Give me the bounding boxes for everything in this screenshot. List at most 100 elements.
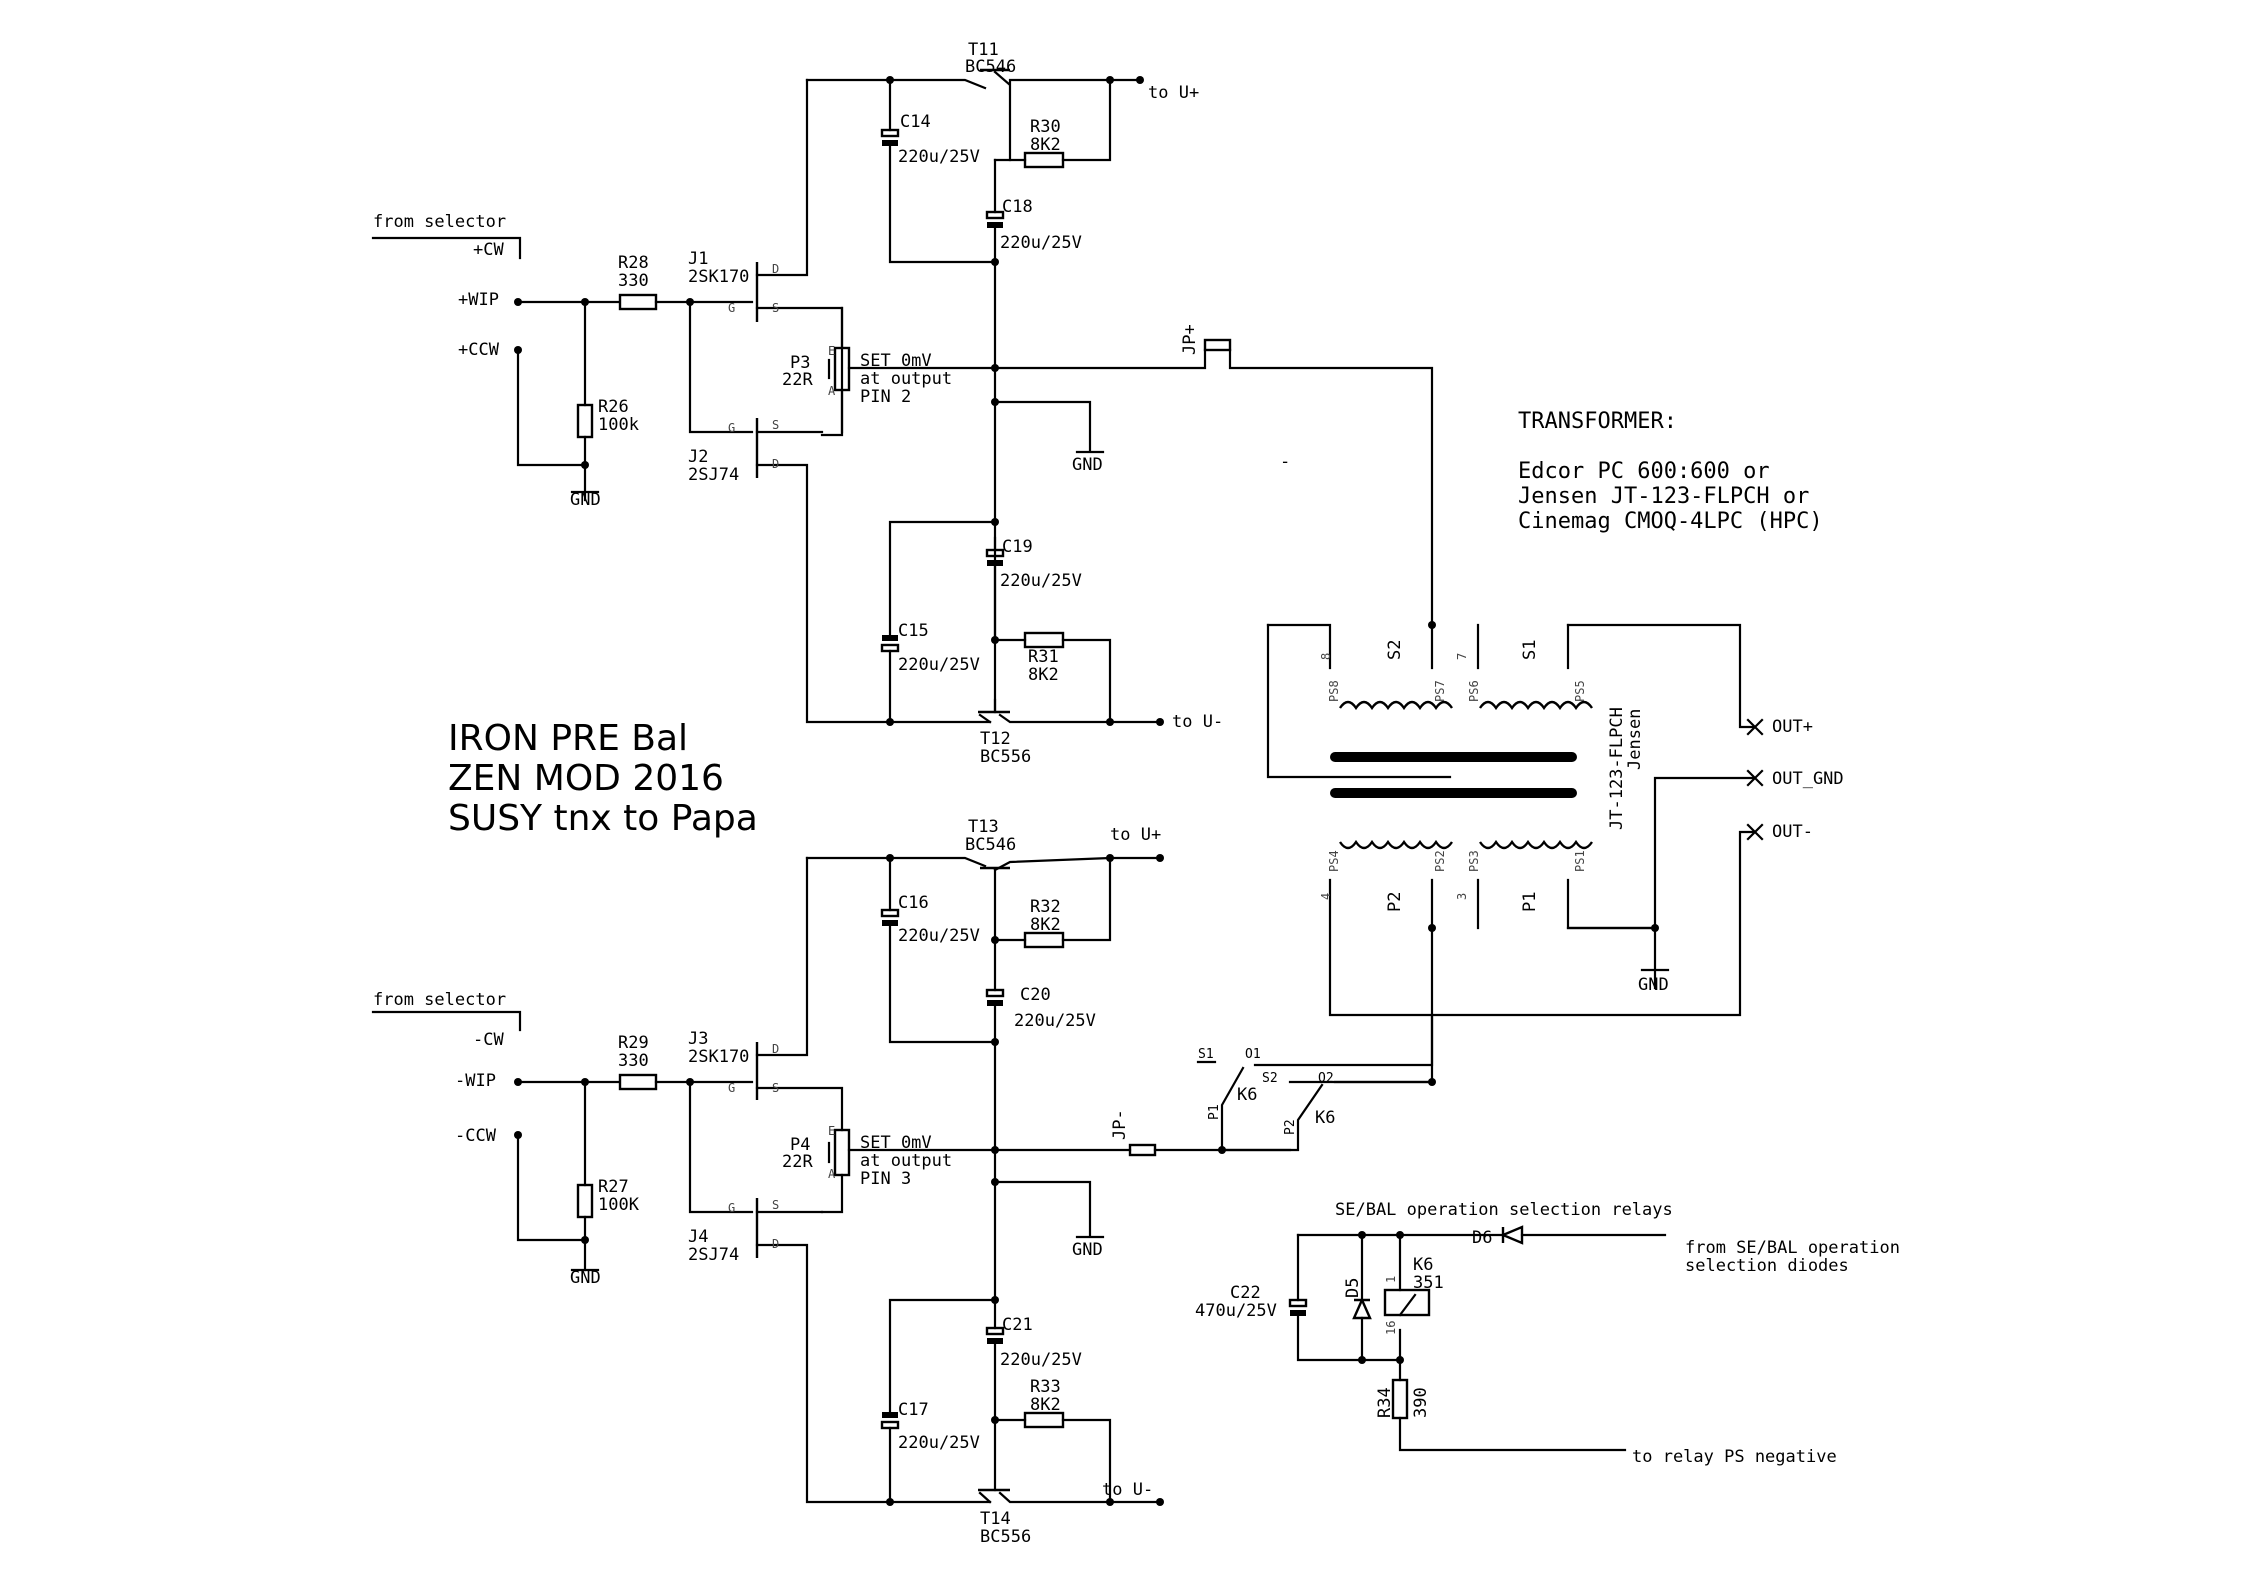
relay-switch-wires [1253, 1013, 1434, 1084]
C15-label: C15 [898, 621, 929, 641]
out-plus-label: OUT+ [1772, 717, 1813, 737]
C16-capacitor-pos [880, 908, 900, 918]
relay-switch-contacts [1220, 1066, 1324, 1152]
transformer-tap-ps7: PS7 [1433, 680, 1447, 702]
bottom-channel: from selector -CW -WIP -CCW R29 330 R27 … [371, 817, 1292, 1547]
bottom-at-output: at output [860, 1151, 952, 1171]
R34-value: 390 [1411, 1387, 1431, 1418]
relay-o1-label: O1 [1245, 1047, 1261, 1062]
transformer-s1-label: S1 [1520, 640, 1540, 660]
transformer-p1-lead [1566, 878, 1657, 930]
P4-pin-a: A [828, 1167, 836, 1181]
transformer-left-frame [1266, 623, 1452, 779]
J2-pin-s: S [772, 418, 779, 432]
bottom-pin-3: PIN 3 [860, 1169, 911, 1189]
top-u-minus-junction [1106, 718, 1114, 726]
T13-label: T13 [968, 817, 999, 837]
R27-resistor [576, 1183, 594, 1219]
transformer-s2-label: S2 [1385, 640, 1405, 660]
K6-junction-top [1396, 1231, 1404, 1239]
R31-leads [993, 638, 1112, 724]
title-line-1: IRON PRE Bal [448, 718, 688, 759]
J4-pin-g: G [728, 1201, 735, 1215]
P3-pin-a: A [828, 384, 836, 398]
P4-pin-e: E [828, 1124, 835, 1138]
C14-capacitor-pos [880, 128, 900, 138]
bottom-gnd-label: GND [1072, 1240, 1103, 1260]
jp-plus-connector [1203, 338, 1232, 352]
transformer-pin-8: 8 [1319, 653, 1333, 660]
R30-value: 8K2 [1030, 135, 1061, 155]
J4-pin-s: S [772, 1198, 779, 1212]
C20-capacitor-pos [985, 988, 1005, 998]
C16-value: 220u/25V [898, 926, 980, 946]
transformer-primary-wires [1288, 878, 1480, 1084]
relay-switch-junction [1428, 1078, 1436, 1086]
J1-pin-d: D [772, 262, 779, 276]
T12-value: BC556 [980, 747, 1031, 767]
J4-label: J4 [688, 1227, 708, 1247]
relay-s2-label: S2 [1262, 1071, 1278, 1086]
bottom-ccw-label: -CCW [455, 1126, 497, 1146]
K6-value: 351 [1413, 1273, 1444, 1293]
top-input-gnd-label: GND [570, 490, 601, 510]
relay-from-line-1: from SE/BAL operation [1685, 1238, 1900, 1258]
relay-switch-k6: S1 O1 S2 O2 P1 P2 K6 K6 [1196, 1013, 1436, 1152]
P3-leads [840, 306, 994, 434]
C22-capacitor-neg [1290, 1310, 1306, 1316]
J3-pin-s: S [772, 1081, 779, 1095]
T12-label: T12 [980, 729, 1011, 749]
title-line-3: SUSY tnx to Papa [448, 798, 758, 839]
D6-label: D6 [1472, 1228, 1492, 1248]
bottom-u-plus-terminal [1156, 854, 1164, 862]
J2-pin-d: D [772, 457, 779, 471]
transformer-tap-ps2: PS2 [1433, 850, 1447, 872]
P4-value: 22R [782, 1152, 813, 1172]
transformer: S2 S1 8 7 PS8 PS7 PS6 PS5 JT-123-FLPCH J… [1266, 623, 1844, 1084]
R33-leads [993, 1418, 1112, 1504]
T11-label: T11 [968, 40, 999, 60]
J4-value: 2SJ74 [688, 1245, 739, 1265]
C16-label: C16 [898, 893, 929, 913]
bottom-gate-wire [654, 1080, 754, 1214]
bottom-c17-junction-bottom [886, 1498, 894, 1506]
J2-pin-g: G [728, 421, 735, 435]
transformer-p1-label: P1 [1520, 892, 1540, 912]
R31-resistor [1023, 631, 1065, 649]
T11-leads [805, 70, 1142, 162]
C14-capacitor-neg [882, 140, 898, 146]
transformer-maker: Jensen [1625, 709, 1645, 770]
J2-leads [755, 430, 992, 724]
C20-capacitor-neg [987, 1000, 1003, 1006]
R26-value: 100k [598, 415, 639, 435]
D5-diode [1352, 1297, 1372, 1320]
relay-drive-section: SE/BAL operation selection relays D6 fro… [1195, 1200, 1900, 1467]
schematic-title: IRON PRE Bal ZEN MOD 2016 SUSY tnx to Pa… [448, 718, 758, 839]
J3-value: 2SK170 [688, 1047, 749, 1067]
C17-capacitor-neg [882, 1412, 898, 1418]
C15-capacitor-pos [880, 643, 900, 653]
J1-pin-g: G [728, 301, 735, 315]
relay-o2-label: O2 [1318, 1071, 1334, 1086]
top-to-u-plus: to U+ [1148, 83, 1199, 103]
C18-capacitor-neg [987, 222, 1003, 228]
R29-label: R29 [618, 1033, 649, 1053]
R30-leads [993, 78, 1112, 162]
top-ccw-label: +CCW [458, 340, 500, 360]
J1-pin-s: S [772, 301, 779, 315]
T14-value: BC556 [980, 1527, 1031, 1547]
K6-label: K6 [1413, 1255, 1433, 1275]
R29-value: 330 [618, 1051, 649, 1071]
transformer-tap-ps5: PS5 [1573, 680, 1587, 702]
relay-s1-label: S1 [1198, 1047, 1214, 1062]
C22-label: C22 [1230, 1283, 1261, 1303]
C15-leads [888, 520, 997, 724]
bottom-selector-bracket [371, 1010, 522, 1032]
transformer-tap-ps6: PS6 [1467, 680, 1481, 702]
D5-junction-bottom [1358, 1356, 1366, 1364]
P3-pin-e: E [828, 344, 835, 358]
R27-value: 100K [598, 1195, 640, 1215]
C17-leads [888, 1298, 997, 1504]
top-c14-junction [991, 258, 999, 266]
